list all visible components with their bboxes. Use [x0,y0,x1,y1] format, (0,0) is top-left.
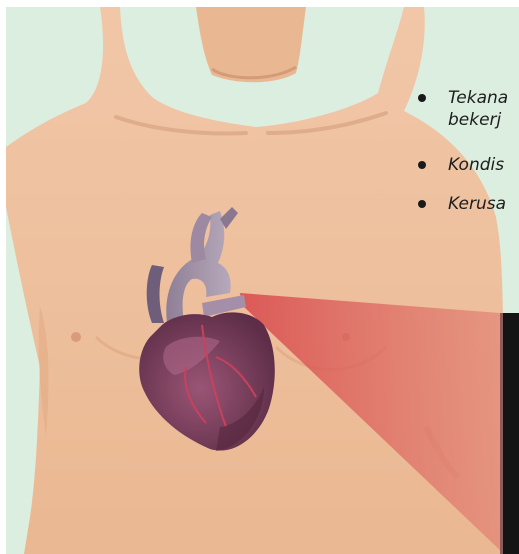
inset-panel-border [500,313,503,554]
anatomy-illustration [6,7,519,554]
nipple-left [71,332,81,342]
